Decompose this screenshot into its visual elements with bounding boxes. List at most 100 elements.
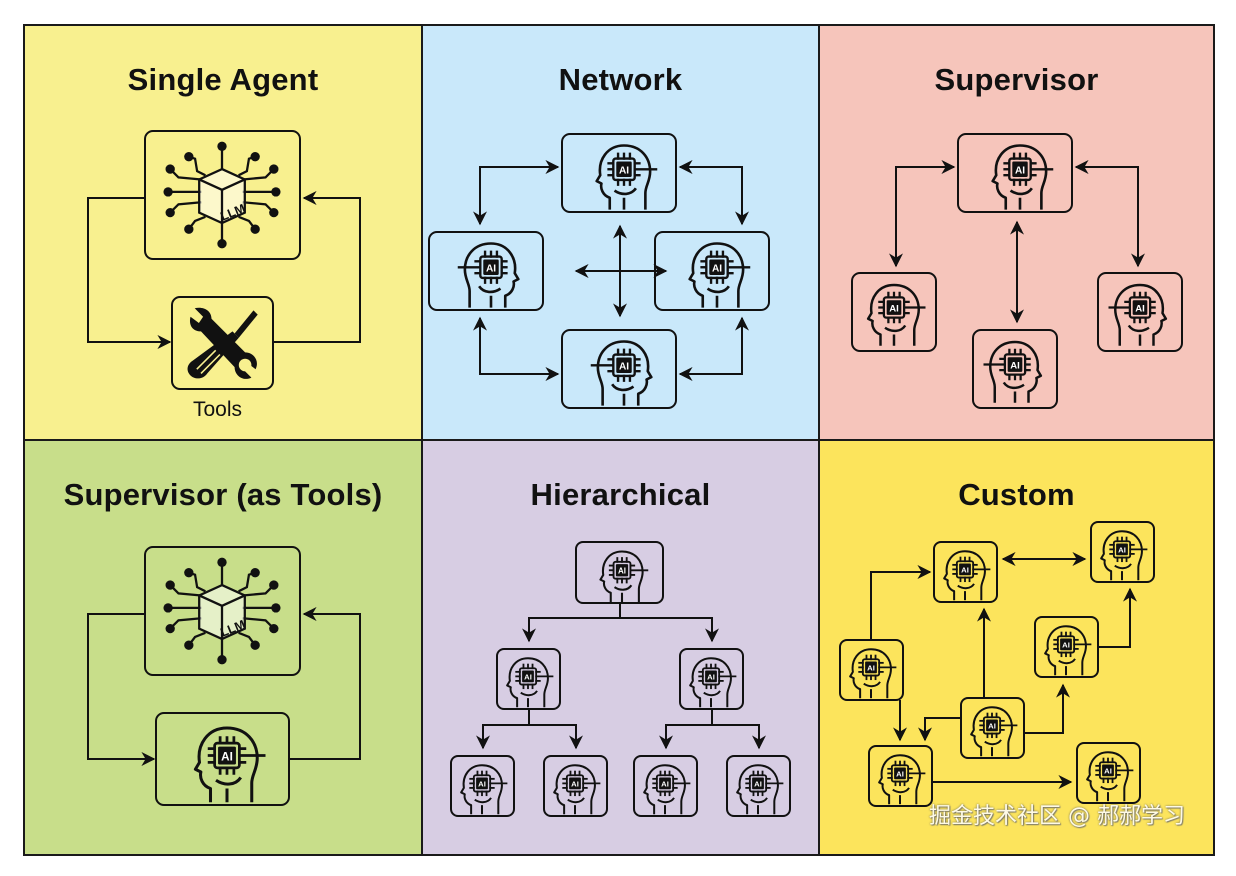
panel-title: Network (558, 62, 683, 97)
custom-node-d: AI (1034, 616, 1099, 678)
ai-chip-label: AI (524, 673, 532, 682)
agent-node-bottom: AI (561, 329, 677, 409)
arrow-root-left (522, 603, 621, 643)
arrow-right-bottom (678, 316, 749, 381)
ai-chip-label: AI (1104, 767, 1112, 776)
arrow-root-right (620, 617, 719, 643)
ai-chip-label: AI (618, 567, 626, 576)
ai-chip-label: AI (961, 566, 969, 575)
ai-chip-label: AI (988, 722, 996, 731)
multi-agent-architectures-grid: Single Agent LLM Tools Network AI AI AI … (23, 24, 1215, 856)
agent-node-top: AI (561, 133, 677, 213)
hierarchical-diagram: AI AI AI AI AI AI AI (450, 541, 791, 817)
custom-diagram: AI AI AI AI AI AI AI (839, 521, 1155, 807)
ai-chip-label: AI (221, 750, 233, 763)
ai-head-icon (982, 340, 1043, 404)
llm-node (144, 130, 301, 260)
ai-chip-label: AI (619, 361, 629, 372)
arrow-top-right (678, 160, 749, 226)
supervisor-diagram: AI AI AI AI (851, 133, 1183, 409)
ai-head-icon (506, 657, 555, 709)
llm-node (144, 546, 301, 676)
ai-head-icon (736, 764, 785, 816)
arrow-left-bottom (473, 316, 560, 381)
ai-chip-label: AI (486, 263, 496, 274)
ai-head-icon (1086, 751, 1135, 803)
ai-head-icon (643, 764, 692, 816)
arrow-supervisor-right (1074, 160, 1145, 268)
ai-head-icon (456, 242, 520, 309)
custom-node-c: AI (839, 639, 904, 701)
ai-chip-label: AI (1010, 360, 1020, 371)
ai-chip-label: AI (889, 303, 899, 314)
panel-title: Supervisor (as Tools) (63, 477, 383, 512)
leaf-node-2: AI (543, 755, 608, 817)
ai-head-icon (1044, 625, 1093, 677)
panel-custom: Custom AI AI AI AI AI AI AI 掘金技术社区 @ 郝郝学… (820, 441, 1213, 854)
ai-chip-label: AI (1135, 303, 1145, 314)
worker-node-center: AI (972, 329, 1058, 409)
ai-chip-label: AI (571, 780, 579, 789)
custom-node-g: AI (1076, 742, 1141, 804)
arrow-left-leaf2 (529, 724, 583, 750)
ai-chip-label: AI (712, 263, 722, 274)
ai-chip-label: AI (478, 780, 486, 789)
worker-node-left: AI (851, 272, 937, 352)
llm-icon (162, 140, 282, 250)
leaf-node-4: AI (726, 755, 791, 817)
tools-icon (186, 306, 259, 380)
ai-head-icon (193, 726, 268, 804)
leaf-node-3: AI (633, 755, 698, 817)
arrow-d-to-b (1098, 587, 1137, 648)
worker-node-right: AI (1097, 272, 1183, 352)
ai-chip-label: AI (707, 673, 715, 682)
watermark: 掘金技术社区 @ 郝郝学习 (929, 804, 1185, 829)
network-diagram: AI AI AI AI (428, 133, 770, 409)
mid-node-right: AI (679, 648, 744, 710)
ai-chip-label: AI (896, 770, 904, 779)
panel-supervisor: Supervisor AI AI AI AI (820, 26, 1213, 441)
single-agent-diagram: LLM (87, 130, 361, 390)
arrow-tools-to-llm (273, 191, 361, 343)
arrow-right-leaf3 (659, 709, 713, 750)
ai-chip-label: AI (1062, 641, 1070, 650)
ai-head-icon (849, 648, 898, 700)
ai-chip-label: AI (1118, 546, 1126, 555)
ai-head-icon (878, 754, 927, 806)
arrow-c-to-a (870, 565, 932, 640)
panel-title: Supervisor (934, 62, 1099, 97)
tools-caption: Tools (193, 398, 243, 421)
ai-head-icon (688, 242, 752, 309)
arrow-agent-to-llm (289, 607, 361, 760)
ai-chip-label: AI (619, 165, 629, 176)
panel-hierarchical: Hierarchical AI AI AI AI AI AI AI (423, 441, 820, 854)
llm-icon (162, 556, 282, 666)
ai-chip-label: AI (661, 780, 669, 789)
ai-head-icon (1100, 530, 1149, 582)
ai-head-icon (460, 764, 509, 816)
custom-node-e: AI (960, 697, 1025, 759)
ai-head-icon (595, 144, 659, 211)
arrow-top-left (473, 160, 560, 226)
arrow-right-leaf4 (712, 724, 766, 750)
custom-node-f: AI (868, 745, 933, 807)
ai-head-icon (599, 550, 650, 604)
ai-head-icon (553, 764, 602, 816)
panel-single-agent: Single Agent LLM Tools (25, 26, 423, 441)
custom-node-a: AI (933, 541, 998, 603)
ai-head-icon (589, 340, 653, 407)
arrow-llm-to-agent (87, 613, 156, 766)
panel-network: Network AI AI AI AI (423, 26, 820, 441)
ai-head-icon (991, 144, 1055, 211)
arrow-supervisor-left (889, 160, 956, 268)
panel-title: Hierarchical (530, 477, 711, 512)
ai-head-icon (943, 550, 992, 602)
leaf-node-1: AI (450, 755, 515, 817)
ai-chip-label: AI (867, 664, 875, 673)
panel-title: Single Agent (127, 62, 319, 97)
arrow-left-leaf1 (476, 709, 530, 750)
ai-head-icon (866, 283, 927, 347)
custom-node-b: AI (1090, 521, 1155, 583)
